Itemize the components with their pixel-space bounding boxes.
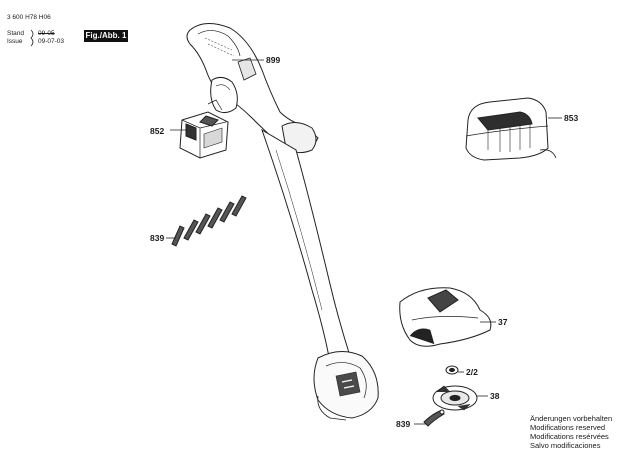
callout-899: 899 (266, 55, 281, 65)
issue-label: Issue (7, 38, 23, 45)
callout-38: 38 (490, 391, 500, 401)
spare-blades (171, 195, 247, 247)
leader-lines (166, 59, 562, 425)
callout-839-single: 839 (396, 419, 411, 429)
stand-value: 09-05 (38, 30, 55, 37)
callout-37: 37 (498, 317, 508, 327)
drawing-number: 3 600 H78 H06 (7, 14, 51, 21)
callout-839-spares: 839 (150, 233, 165, 243)
safety-guard (399, 287, 492, 347)
single-blade (423, 409, 445, 427)
blade-disc (432, 385, 478, 411)
note-fr: Modifications resérvées (530, 432, 609, 441)
header-bracket (30, 29, 34, 47)
note-es: Salvo modificaciones (530, 441, 601, 450)
note-de: Änderungen vorbehalten (530, 414, 613, 423)
callout-852: 852 (150, 126, 165, 136)
note-en: Modifications reserved (530, 423, 606, 432)
issue-value: 09-07-03 (38, 38, 65, 45)
stand-label: Stand (7, 30, 24, 37)
trimmer-housing (186, 23, 379, 421)
callout-853: 853 (564, 113, 579, 123)
figure-label: Fig./Abb. 1 (84, 30, 128, 42)
battery-charger (465, 97, 557, 161)
modification-notes: Änderungen vorbehalten Modifications res… (530, 414, 612, 450)
battery-pack (179, 99, 229, 159)
washer (445, 365, 459, 375)
callout-2-2: 2/2 (466, 367, 478, 377)
